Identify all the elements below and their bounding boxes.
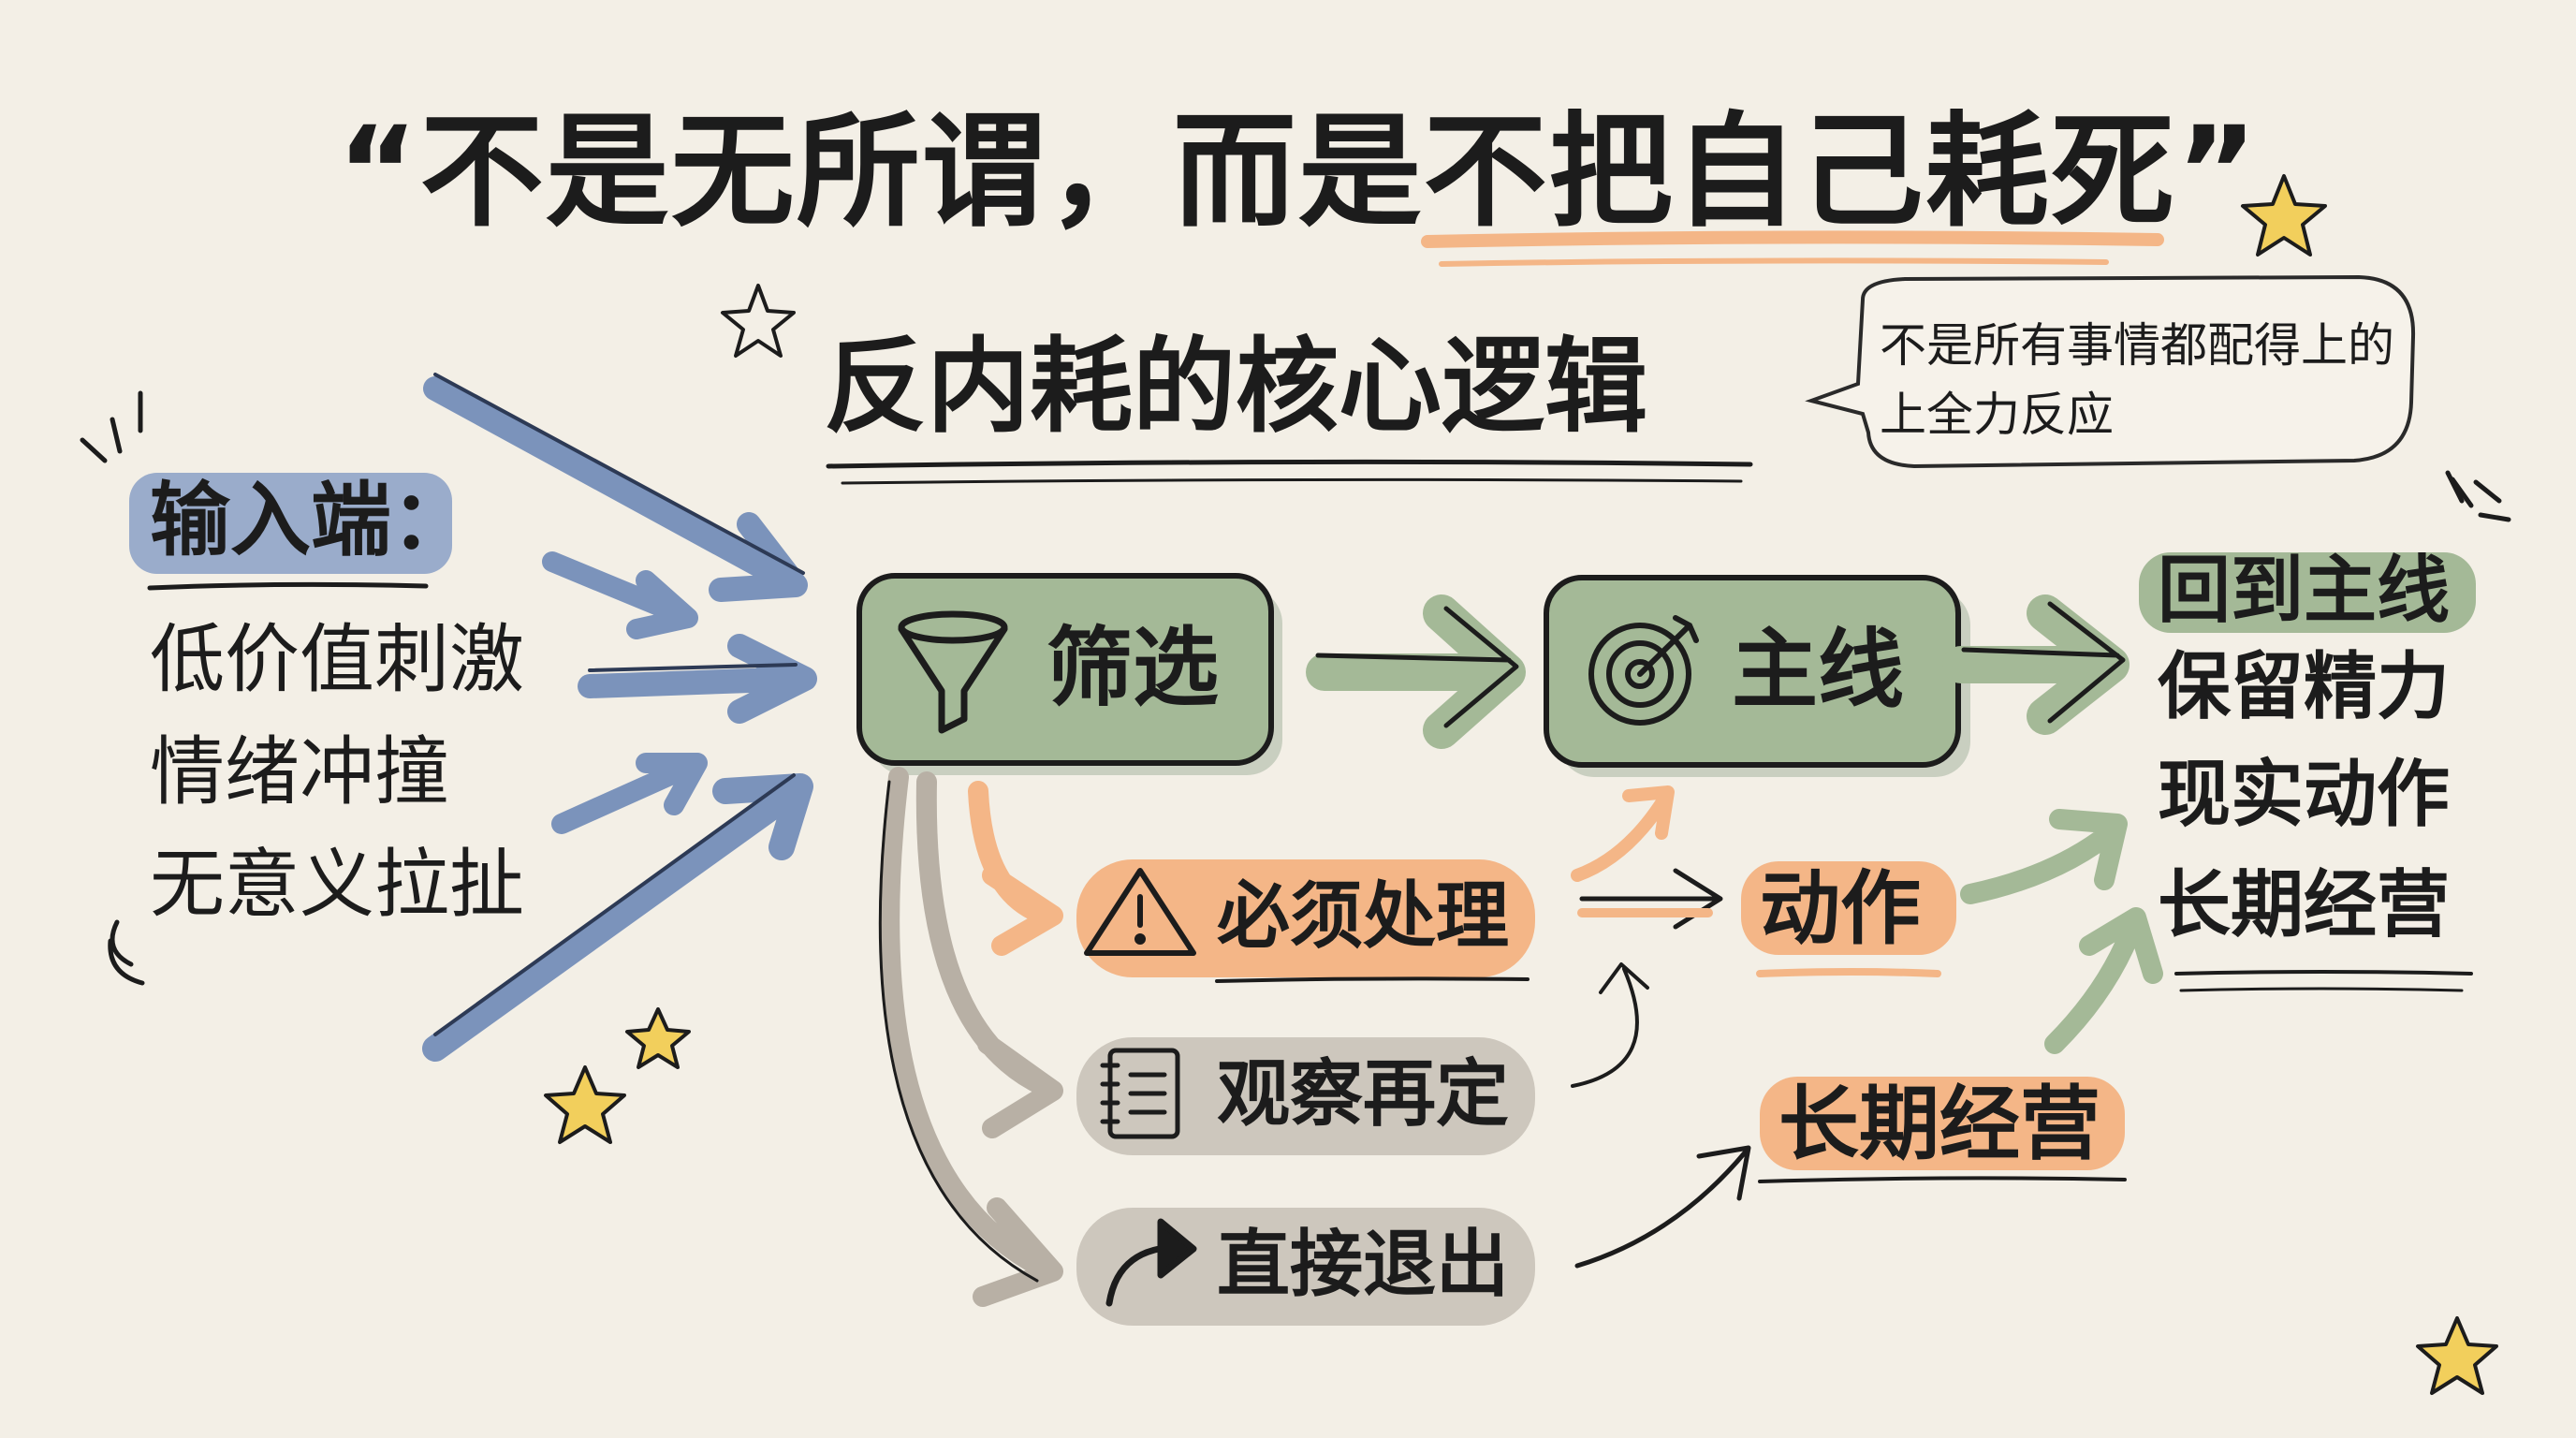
arrow-must-to-mainline — [1571, 785, 1675, 882]
input-item: 无意义拉扯 — [150, 841, 524, 928]
outcome-item: 长期经营 — [2158, 863, 2451, 947]
input-arrows — [422, 373, 817, 1062]
green-arrow-filter-mainline-ink — [1315, 606, 1519, 728]
outcome-item: 现实动作 — [2158, 753, 2451, 837]
emphasis-ticks — [80, 390, 2511, 986]
speech-bubble — [1805, 274, 2416, 469]
blue-arrow-1-ink — [433, 373, 805, 575]
outcome-item: 回到主线 — [2158, 549, 2451, 633]
green-arrow-mainline-outcome — [1942, 594, 2130, 735]
notepad-icon — [1100, 1048, 1180, 1139]
target-icon — [1588, 615, 1699, 726]
action-underline — [1756, 968, 1941, 977]
exit-pill — [1076, 1208, 1535, 1326]
action-highlight — [1741, 861, 1956, 955]
mainline-label: 主线 — [1732, 620, 1905, 720]
outcome-item: 保留精力 — [2158, 645, 2451, 729]
blue-arrow-4 — [551, 753, 708, 834]
subtitle-underline-2 — [841, 477, 1743, 485]
long-term-label: 长期经营 — [1778, 1078, 2100, 1171]
subtitle-underline — [826, 459, 1753, 469]
gray-arrow-exit — [879, 767, 1063, 1307]
blue-arrow-1 — [423, 376, 808, 602]
star-icon — [544, 1065, 626, 1144]
subtitle: 反内耗的核心逻辑 — [824, 327, 1647, 447]
outcome-underline-2 — [2179, 987, 2464, 992]
input-heading-underline — [147, 581, 429, 591]
blue-arrow-3 — [578, 634, 817, 724]
arrow-exit-to-longterm — [1574, 1145, 1751, 1269]
blue-arrow-5-ink — [433, 773, 796, 1036]
input-heading: 输入端： — [150, 474, 472, 567]
branch-must-handle-label: 必须处理 — [1217, 874, 1510, 959]
filter-label: 筛选 — [1046, 618, 1220, 718]
green-arrow-longterm — [2044, 907, 2163, 1054]
arrow-observe-loop — [1571, 962, 1649, 1088]
star-icon — [2416, 1316, 2498, 1395]
green-arrow-filter-mainline — [1306, 594, 1526, 749]
outcome-underline — [2174, 970, 2473, 976]
branch-exit-label: 直接退出 — [1217, 1223, 1510, 1307]
action-label: 动作 — [1760, 862, 1921, 956]
must-handle-underline — [1215, 976, 1530, 983]
page-title: “不是无所谓，而是不把自己耗死” — [337, 100, 2260, 244]
funnel-icon — [898, 610, 1008, 734]
orange-arrow-must-handle — [968, 781, 1063, 956]
gray-arrow-observe — [915, 771, 1063, 1138]
longterm-underline — [1758, 1176, 2127, 1183]
redirect-arrow-icon — [1105, 1218, 1197, 1307]
blue-arrow-3-ink — [588, 663, 798, 672]
warning-icon — [1084, 868, 1196, 956]
green-arrow-mainline-outcome-ink — [1961, 601, 2126, 724]
star-icon — [721, 284, 796, 358]
green-arrow-action — [1960, 809, 2128, 904]
star-icon — [625, 1007, 691, 1069]
branch-arrows — [878, 767, 1063, 1307]
title-highlight — [1421, 230, 2164, 248]
arrow-must-to-action — [1579, 868, 1723, 930]
speech-bubble-text: 不是所有事情都配得上的上全力反应 — [1880, 318, 2394, 442]
green-arrows — [1306, 594, 2163, 1054]
gray-arrow-exit-ink — [878, 780, 1039, 1283]
input-item: 低价值刺激 — [150, 616, 524, 703]
stars — [544, 174, 2498, 1395]
outcome-first-highlight — [2139, 552, 2476, 633]
branch-observe-label: 观察再定 — [1217, 1052, 1510, 1137]
blue-arrow-5 — [422, 773, 813, 1062]
observe-pill — [1076, 1037, 1535, 1155]
ink-arrows — [1571, 785, 1751, 1269]
input-item: 情绪冲撞 — [150, 728, 449, 815]
star-icon — [2241, 174, 2327, 257]
title-highlight-line — [1439, 257, 2109, 267]
longterm-highlight — [1760, 1077, 2125, 1170]
blue-arrow-2 — [542, 551, 698, 639]
input-heading-highlight — [129, 473, 452, 574]
